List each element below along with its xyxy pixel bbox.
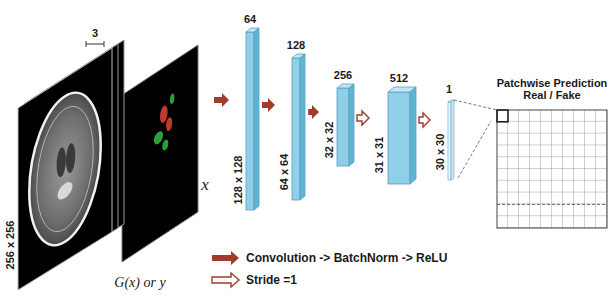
channel-count: 64 (244, 13, 256, 25)
patch-grid (454, 100, 607, 228)
conv-layer: 512 31 x 31 (371, 70, 417, 186)
input-label: x (201, 175, 209, 195)
dimension-label: 64 x 64 (278, 154, 290, 191)
channel-count: 256 (334, 69, 352, 81)
legend-arrow-filled (212, 251, 239, 265)
patch-prediction: Patchwise Prediction Real / Fake (493, 74, 611, 230)
layer-block (292, 54, 305, 200)
layer-block (246, 28, 259, 210)
dimension-label: 128 x 128 (232, 156, 244, 205)
channel-count: 1 (446, 83, 452, 95)
heading: Patchwise Prediction Real / Fake (494, 77, 610, 101)
dimension-label: 31 x 31 (373, 137, 385, 174)
input-label: G(x) or y (114, 275, 165, 291)
dimension-label: 256 x 256 (4, 221, 16, 270)
legend-text: Convolution -> BatchNorm -> ReLU (246, 251, 447, 265)
input-stack: 256 x 256 3 xG(x) or y (2, 24, 212, 294)
legend-arrow-open (212, 273, 239, 287)
projection-line (458, 121, 491, 178)
channel-count: 3 (92, 27, 98, 39)
layer-arrow (419, 113, 430, 127)
layer-block (388, 87, 416, 184)
layer-arrow (214, 93, 229, 107)
layer-block (448, 100, 454, 180)
layer-arrow (262, 98, 275, 112)
conv-layer: 256 32 x 32 (321, 67, 355, 168)
layer-arrow (357, 111, 369, 125)
conv-layer: 128 64 x 64 (277, 37, 306, 202)
layer-block (337, 84, 354, 166)
dimension-label: 32 x 32 (323, 122, 335, 159)
input-image-x (122, 45, 198, 262)
dimension-label: 30 x 30 (434, 134, 446, 171)
conv-layer: 64 128 x 128 (231, 11, 260, 212)
channel-count: 128 (287, 39, 305, 51)
legend-text: Stride =1 (246, 273, 297, 287)
input-image-stack (18, 40, 124, 290)
layer-arrow (308, 105, 319, 119)
channel-count: 512 (390, 72, 408, 84)
output-layer: 1 30 x 30 (432, 81, 456, 182)
